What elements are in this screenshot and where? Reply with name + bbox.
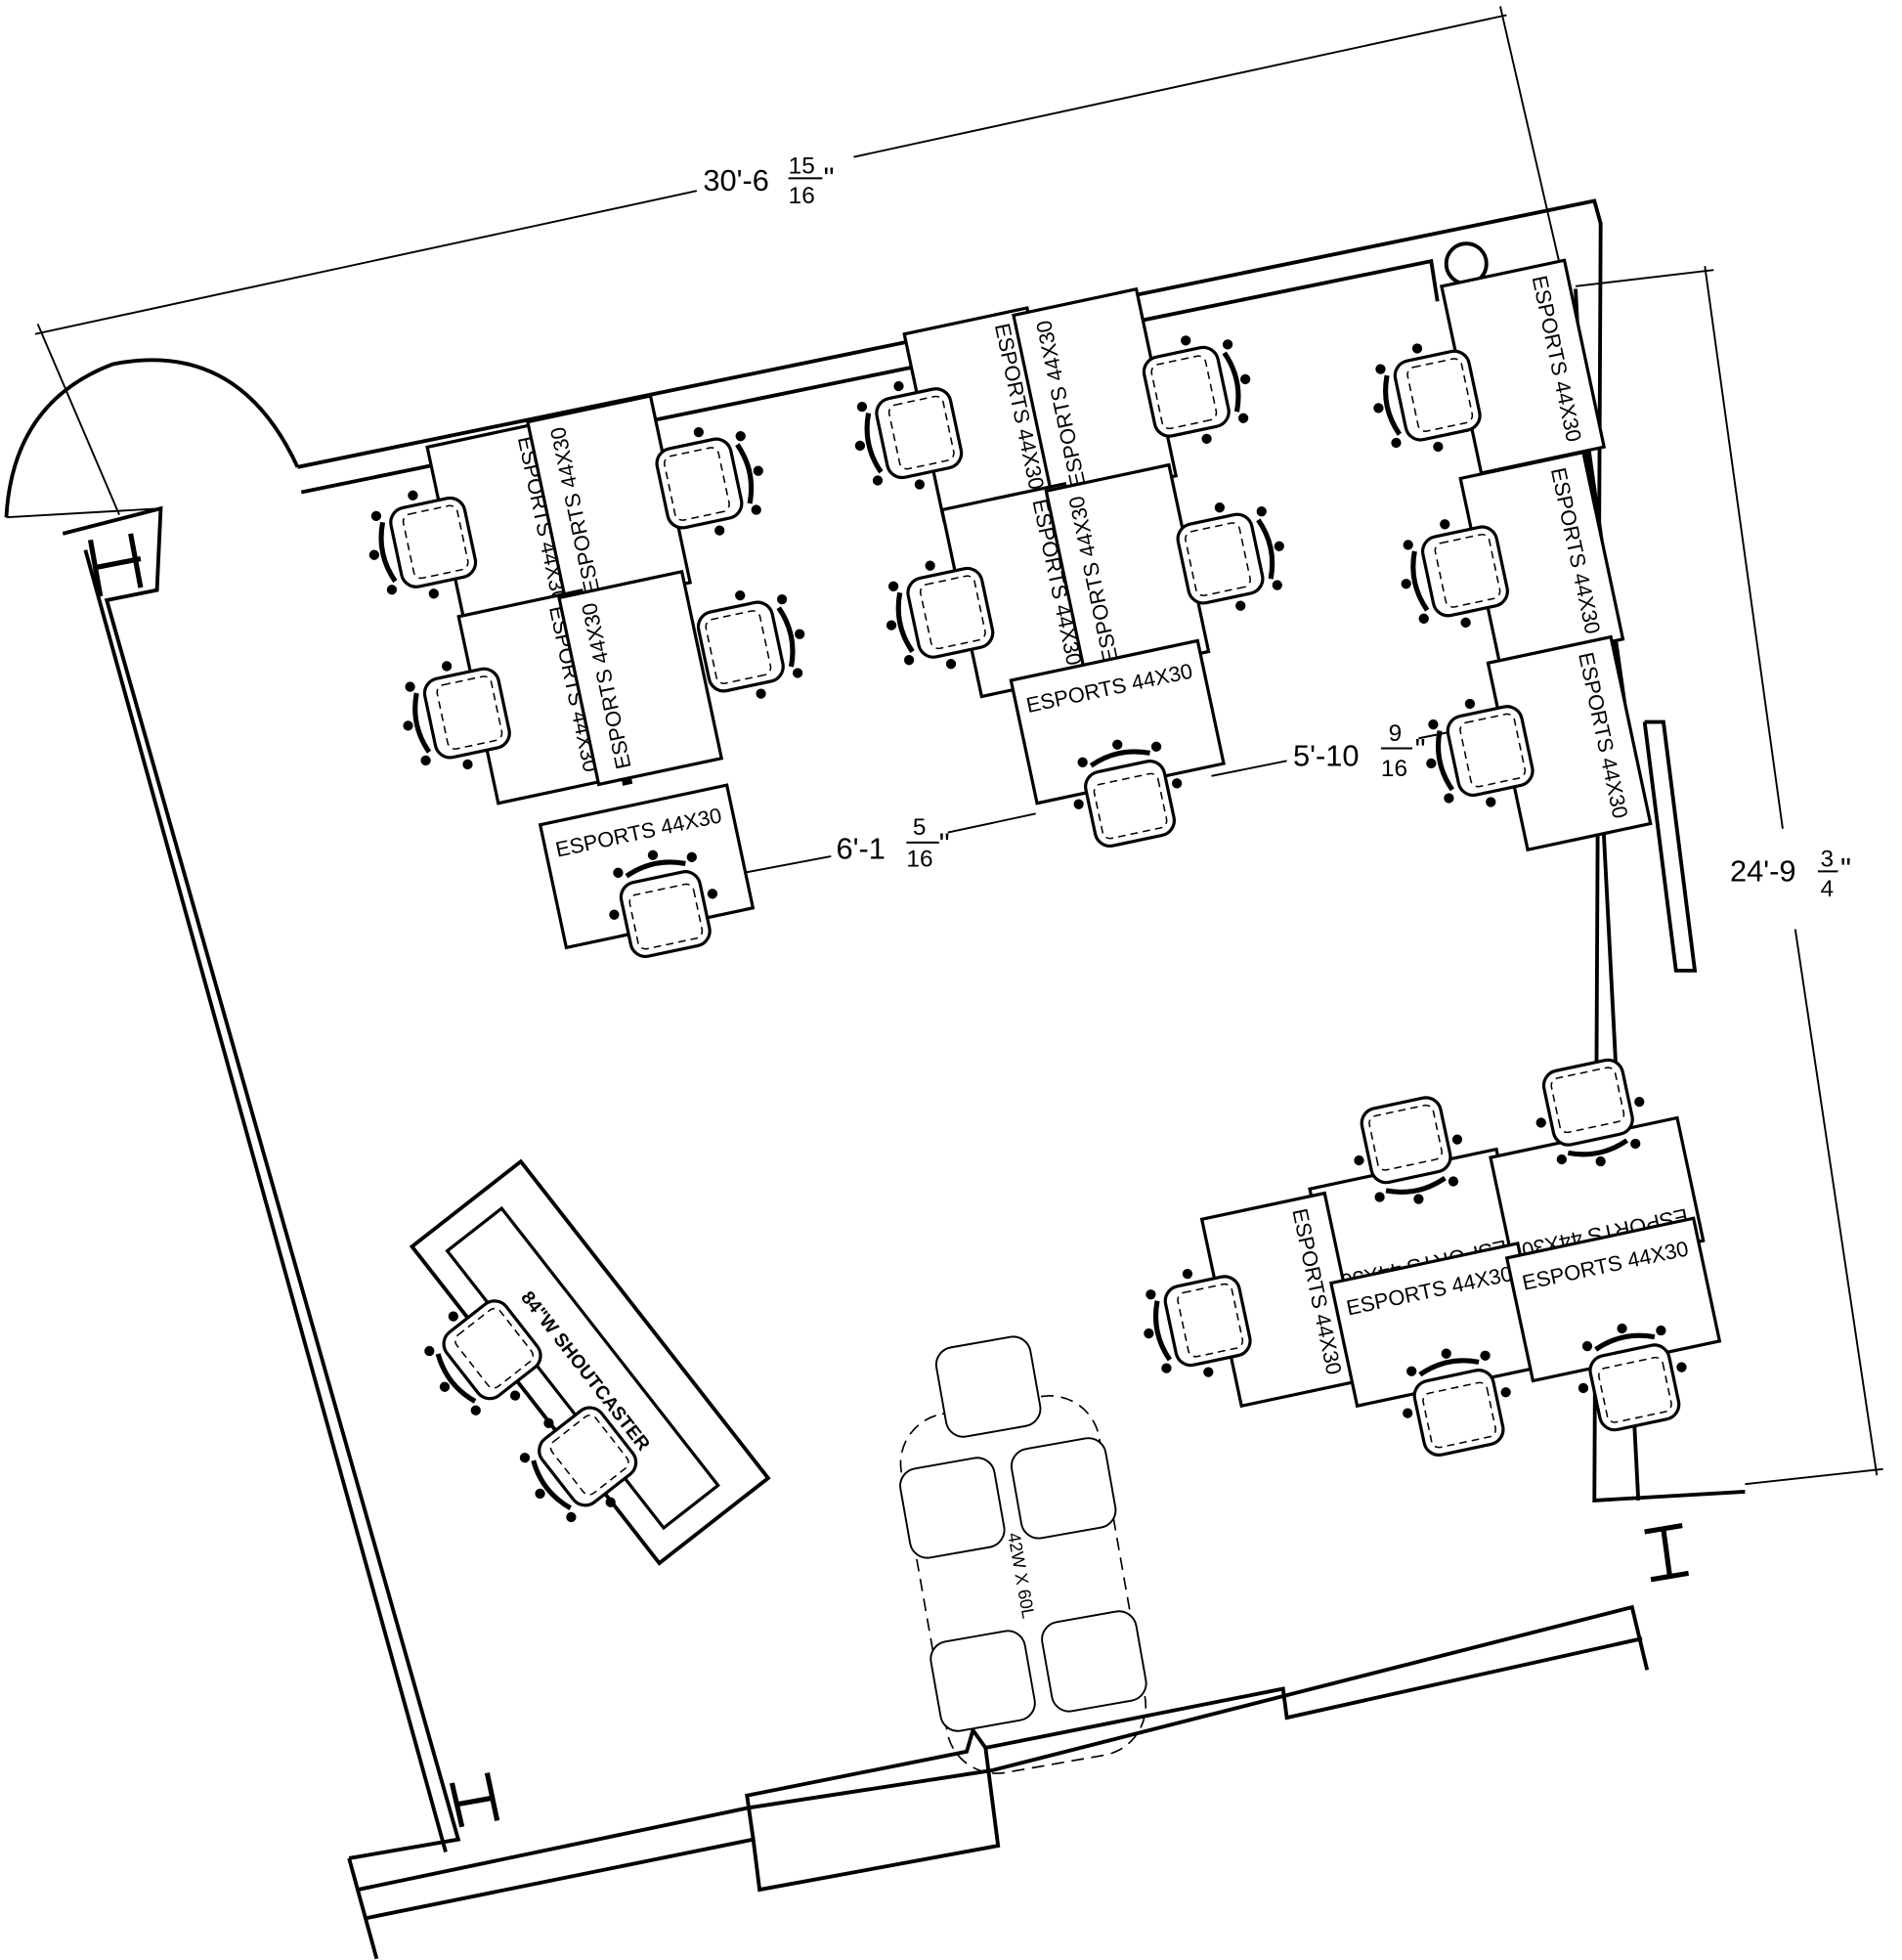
- dimension-fraction-numerator: 5: [913, 814, 927, 841]
- dimension-text: 30'-6: [703, 163, 769, 197]
- esports-desk: ESPORTS 44X30: [1504, 1216, 1722, 1383]
- esports-desk: ESPORTS 44X30: [1328, 1241, 1546, 1409]
- dimension-text: 24'-9: [1730, 854, 1796, 889]
- conference-chair: [1038, 1607, 1150, 1716]
- dimension-fraction-denominator: 4: [1820, 876, 1834, 902]
- conference-chair: [1008, 1434, 1120, 1543]
- conference-chair: [932, 1332, 1045, 1441]
- dimension-text: 5'-10: [1293, 739, 1360, 773]
- dimension-inch-mark: ": [824, 161, 835, 196]
- conference-chair: [927, 1627, 1039, 1735]
- dimension-inch-mark: ": [1415, 732, 1426, 766]
- dimension-fraction-numerator: 9: [1389, 720, 1403, 747]
- dimension-text: 6'-1: [836, 832, 885, 866]
- dimension-overall-depth: 24'-9 3 4 ": [1575, 266, 1883, 1486]
- dimension-fraction-denominator: 16: [789, 183, 815, 209]
- dimension-cluster-gap-1: 6'-1 5 16 ": [744, 812, 1036, 874]
- dimension-fraction-numerator: 3: [1820, 846, 1834, 872]
- conference-chair: [896, 1454, 1009, 1562]
- dimension-inch-mark: ": [939, 826, 950, 860]
- dimension-inch-mark: ": [1840, 851, 1851, 886]
- gaming-chair: [692, 579, 816, 708]
- esports-desk: ESPORTS 44X30: [525, 394, 693, 611]
- conference-table-label: 42W X 60L: [1004, 1531, 1038, 1620]
- dimension-overall-width: 30'-6 15 16 ": [34, 6, 1565, 515]
- i-beam-marker-icon: [87, 533, 1690, 1828]
- dimension-fraction-numerator: 15: [789, 152, 815, 179]
- dimension-fraction-denominator: 16: [906, 846, 932, 872]
- dimension-fraction-denominator: 16: [1381, 756, 1407, 782]
- conference-table: 42W X 60L: [896, 1332, 1150, 1774]
